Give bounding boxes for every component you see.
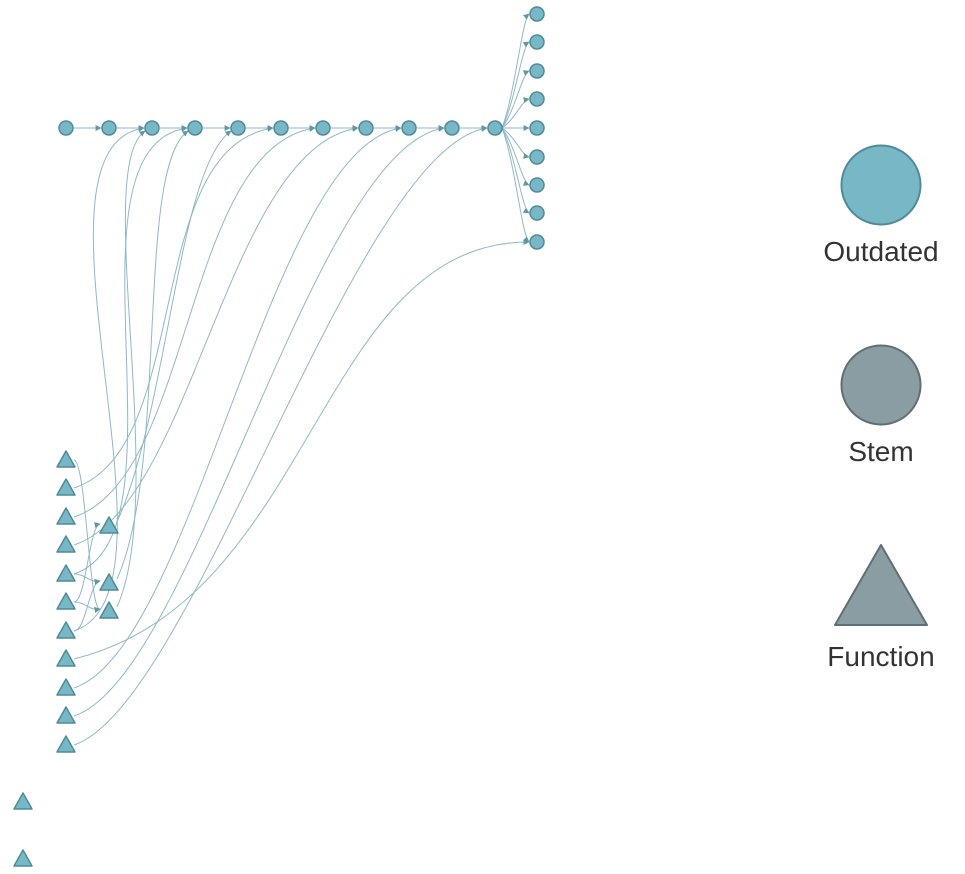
edge-19 xyxy=(73,125,274,489)
function-node-20 xyxy=(56,450,76,468)
outdated-node-5 xyxy=(273,120,289,136)
edge-31 xyxy=(73,459,101,613)
edge-35 xyxy=(73,579,101,632)
edge-16 xyxy=(501,127,530,186)
outdated-node-8 xyxy=(401,120,417,136)
function-node-24 xyxy=(56,564,76,582)
edge-21 xyxy=(73,125,359,546)
outdated-node-11 xyxy=(529,6,545,22)
outdated-node-10 xyxy=(487,120,503,136)
edge-27 xyxy=(73,239,530,660)
legend-function: Function xyxy=(811,543,951,673)
outdated-node-1 xyxy=(101,120,117,136)
edge-17 xyxy=(501,127,530,214)
function-node-30 xyxy=(56,735,76,753)
legend-label-function: Function xyxy=(827,641,935,672)
function-node-33 xyxy=(99,601,119,619)
edge-13 xyxy=(501,97,530,129)
node-layer xyxy=(13,6,545,867)
outdated-node-18 xyxy=(529,205,545,221)
function-node-34 xyxy=(13,792,33,810)
edge-layer xyxy=(73,13,530,746)
edge-32 xyxy=(73,573,101,585)
legend-outdated: Outdated xyxy=(811,144,951,268)
edge-30 xyxy=(116,130,146,608)
function-node-29 xyxy=(56,706,76,724)
outdated-node-3 xyxy=(187,120,203,136)
function-node-26 xyxy=(56,621,76,639)
function-node-21 xyxy=(56,478,76,496)
outdated-node-0 xyxy=(58,120,74,136)
outdated-swatch xyxy=(840,144,922,226)
function-triangle-icon xyxy=(834,544,928,626)
edge-15 xyxy=(501,127,530,159)
edge-26 xyxy=(73,125,488,746)
outdated-node-6 xyxy=(315,120,331,136)
function-node-27 xyxy=(56,649,76,667)
edge-28 xyxy=(116,130,232,523)
outdated-node-17 xyxy=(529,177,545,193)
function-node-35 xyxy=(13,849,33,867)
edge-22 xyxy=(73,125,188,575)
function-node-22 xyxy=(56,507,76,525)
outdated-circle-icon xyxy=(840,144,922,226)
edge-18 xyxy=(501,127,530,243)
outdated-node-2 xyxy=(144,120,160,136)
legend-label-stem: Stem xyxy=(848,436,914,467)
edge-33 xyxy=(73,522,101,603)
function-node-32 xyxy=(99,573,119,591)
stem-circle-icon xyxy=(840,344,922,426)
outdated-node-15 xyxy=(529,120,545,136)
function-node-28 xyxy=(56,678,76,696)
outdated-node-9 xyxy=(444,120,460,136)
outdated-node-7 xyxy=(358,120,374,136)
function-node-23 xyxy=(56,535,76,553)
edge-10 xyxy=(501,13,530,129)
legend-stem: Stem xyxy=(811,344,951,468)
outdated-node-12 xyxy=(529,34,545,50)
outdated-node-16 xyxy=(529,149,545,165)
edge-25 xyxy=(73,125,445,717)
edge-11 xyxy=(501,41,530,129)
legend-label-outdated: Outdated xyxy=(823,236,939,267)
outdated-node-4 xyxy=(230,120,246,136)
stem-swatch xyxy=(840,344,922,426)
outdated-node-13 xyxy=(529,63,545,79)
outdated-node-14 xyxy=(529,91,545,107)
function-node-31 xyxy=(99,516,119,534)
outdated-node-19 xyxy=(529,234,545,250)
edge-23 xyxy=(73,125,145,632)
edge-24 xyxy=(73,125,402,689)
edge-20 xyxy=(73,125,316,518)
function-swatch xyxy=(834,544,928,626)
edge-12 xyxy=(501,70,530,129)
function-node-25 xyxy=(56,592,76,610)
